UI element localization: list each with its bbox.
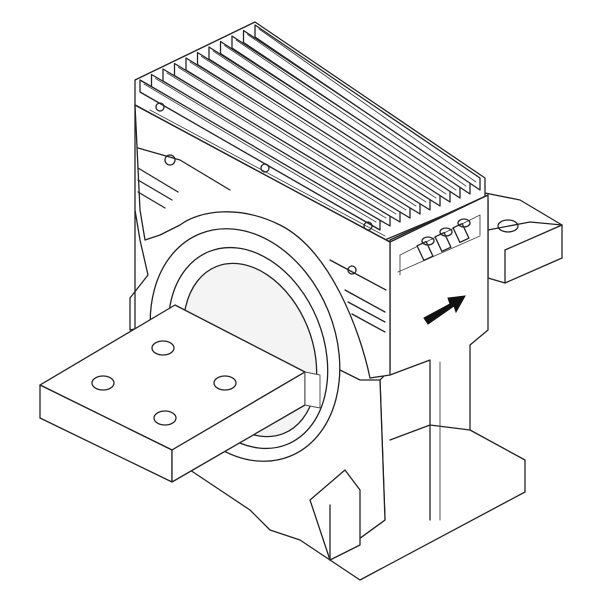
front-screw-left: [164, 154, 176, 166]
terminal-pins: [416, 218, 471, 262]
heatsink-fin-ridge: [166, 72, 397, 215]
heatsink-fin-ridge: [201, 56, 427, 203]
top-screw-right: [363, 221, 373, 231]
top-screw-left: [155, 102, 165, 112]
heatsink-fin-ridge: [178, 67, 407, 211]
busbar-hole-right: [213, 375, 237, 391]
heatsink: [134, 21, 486, 243]
heatsink-fin-ridge: [235, 39, 457, 191]
top-screw-middle: [260, 163, 270, 173]
busbar-hole-top: [151, 340, 175, 356]
heatsink-fin-ridge: [258, 28, 477, 183]
heatsink-fin-ridge: [143, 83, 377, 223]
connector-panel: [397, 214, 481, 325]
heatsink-fin-ridge: [224, 45, 447, 195]
heatsink-fin-ridge: [212, 50, 437, 199]
heatsink-fin-ridge: [189, 61, 417, 207]
direction-arrow-icon: [423, 295, 466, 325]
front-screw-right: [347, 265, 357, 275]
rear-busbar-hole: [497, 219, 519, 233]
busbar-hole-left: [91, 375, 115, 391]
vent-slots-right: [329, 259, 387, 333]
vent-slots-left: [137, 147, 231, 209]
busbar-hole-bottom: [153, 410, 177, 426]
heatsink-fin-ridge: [247, 34, 467, 187]
heatsink-fin-ridge: [155, 78, 387, 219]
front-busbar: [39, 304, 321, 483]
